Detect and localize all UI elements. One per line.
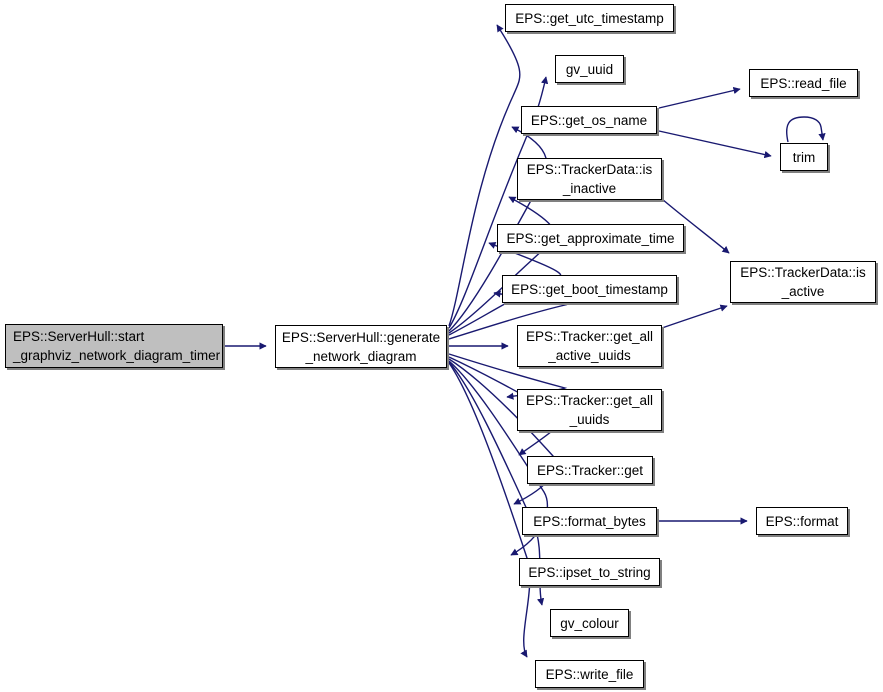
node-label: gv_uuid: [565, 61, 614, 77]
node-gv-colour[interactable]: gv_colour: [550, 609, 629, 637]
node-tracker-get[interactable]: EPS::Tracker::get: [527, 456, 653, 484]
node-label: EPS::Tracker::get_all _active_uuids: [525, 329, 654, 363]
node-write-file[interactable]: EPS::write_file: [535, 660, 644, 688]
node-label: EPS::get_os_name: [530, 112, 648, 128]
node-get-approximate-time[interactable]: EPS::get_approximate_time: [497, 224, 684, 252]
node-label: EPS::get_boot_timestamp: [511, 281, 668, 297]
node-gv-uuid[interactable]: gv_uuid: [555, 55, 624, 83]
node-trackerdata-is-active[interactable]: EPS::TrackerData::is _active: [730, 261, 876, 303]
node-label: trim: [792, 149, 816, 165]
node-ipset-to-string[interactable]: EPS::ipset_to_string: [519, 558, 660, 586]
node-trackerdata-is-inactive[interactable]: EPS::TrackerData::is _inactive: [517, 158, 662, 200]
node-format-bytes[interactable]: EPS::format_bytes: [522, 507, 657, 535]
node-tracker-get-all-active-uuids[interactable]: EPS::Tracker::get_all _active_uuids: [517, 325, 662, 367]
node-format[interactable]: EPS::format: [756, 507, 848, 535]
edge-get-os-name-to-read-file: [658, 86, 741, 109]
node-label: EPS::ServerHull::generate _network_diagr…: [281, 329, 441, 364]
node-label: EPS::write_file: [545, 666, 634, 682]
node-label: EPS::TrackerData::is _inactive: [526, 162, 653, 196]
node-get-utc-timestamp[interactable]: EPS::get_utc_timestamp: [505, 4, 674, 32]
node-label: EPS::get_utc_timestamp: [515, 10, 664, 26]
node-read-file[interactable]: EPS::read_file: [749, 69, 858, 97]
node-get-boot-timestamp[interactable]: EPS::get_boot_timestamp: [502, 275, 677, 303]
node-tracker-get-all-uuids[interactable]: EPS::Tracker::get_all _uuids: [517, 389, 662, 431]
node-start-timer[interactable]: EPS::ServerHull::start _graphviz_network…: [5, 324, 223, 368]
edge-trim-self-loop: [786, 116, 826, 143]
node-label: gv_colour: [560, 615, 619, 631]
node-label: EPS::Tracker::get: [536, 462, 644, 478]
node-trim[interactable]: trim: [780, 143, 828, 171]
edge-get-os-name-to-trim: [658, 130, 772, 159]
node-label: EPS::TrackerData::is _active: [740, 265, 866, 299]
node-label: EPS::ipset_to_string: [528, 564, 651, 580]
node-label: EPS::format: [765, 513, 839, 529]
node-label: EPS::ServerHull::start _graphviz_network…: [13, 329, 221, 363]
node-label: EPS::read_file: [760, 75, 847, 91]
node-get-os-name[interactable]: EPS::get_os_name: [521, 106, 657, 134]
node-label: EPS::get_approximate_time: [506, 230, 675, 246]
node-generate-network-diagram[interactable]: EPS::ServerHull::generate _network_diagr…: [275, 325, 447, 368]
node-label: EPS::Tracker::get_all _uuids: [525, 393, 654, 427]
edge-tracker-get-all-active-uuids-to-is-active: [661, 304, 728, 329]
node-label: EPS::format_bytes: [533, 513, 646, 529]
edge-generate-to-trackerdata-is-inactive: [448, 196, 557, 334]
